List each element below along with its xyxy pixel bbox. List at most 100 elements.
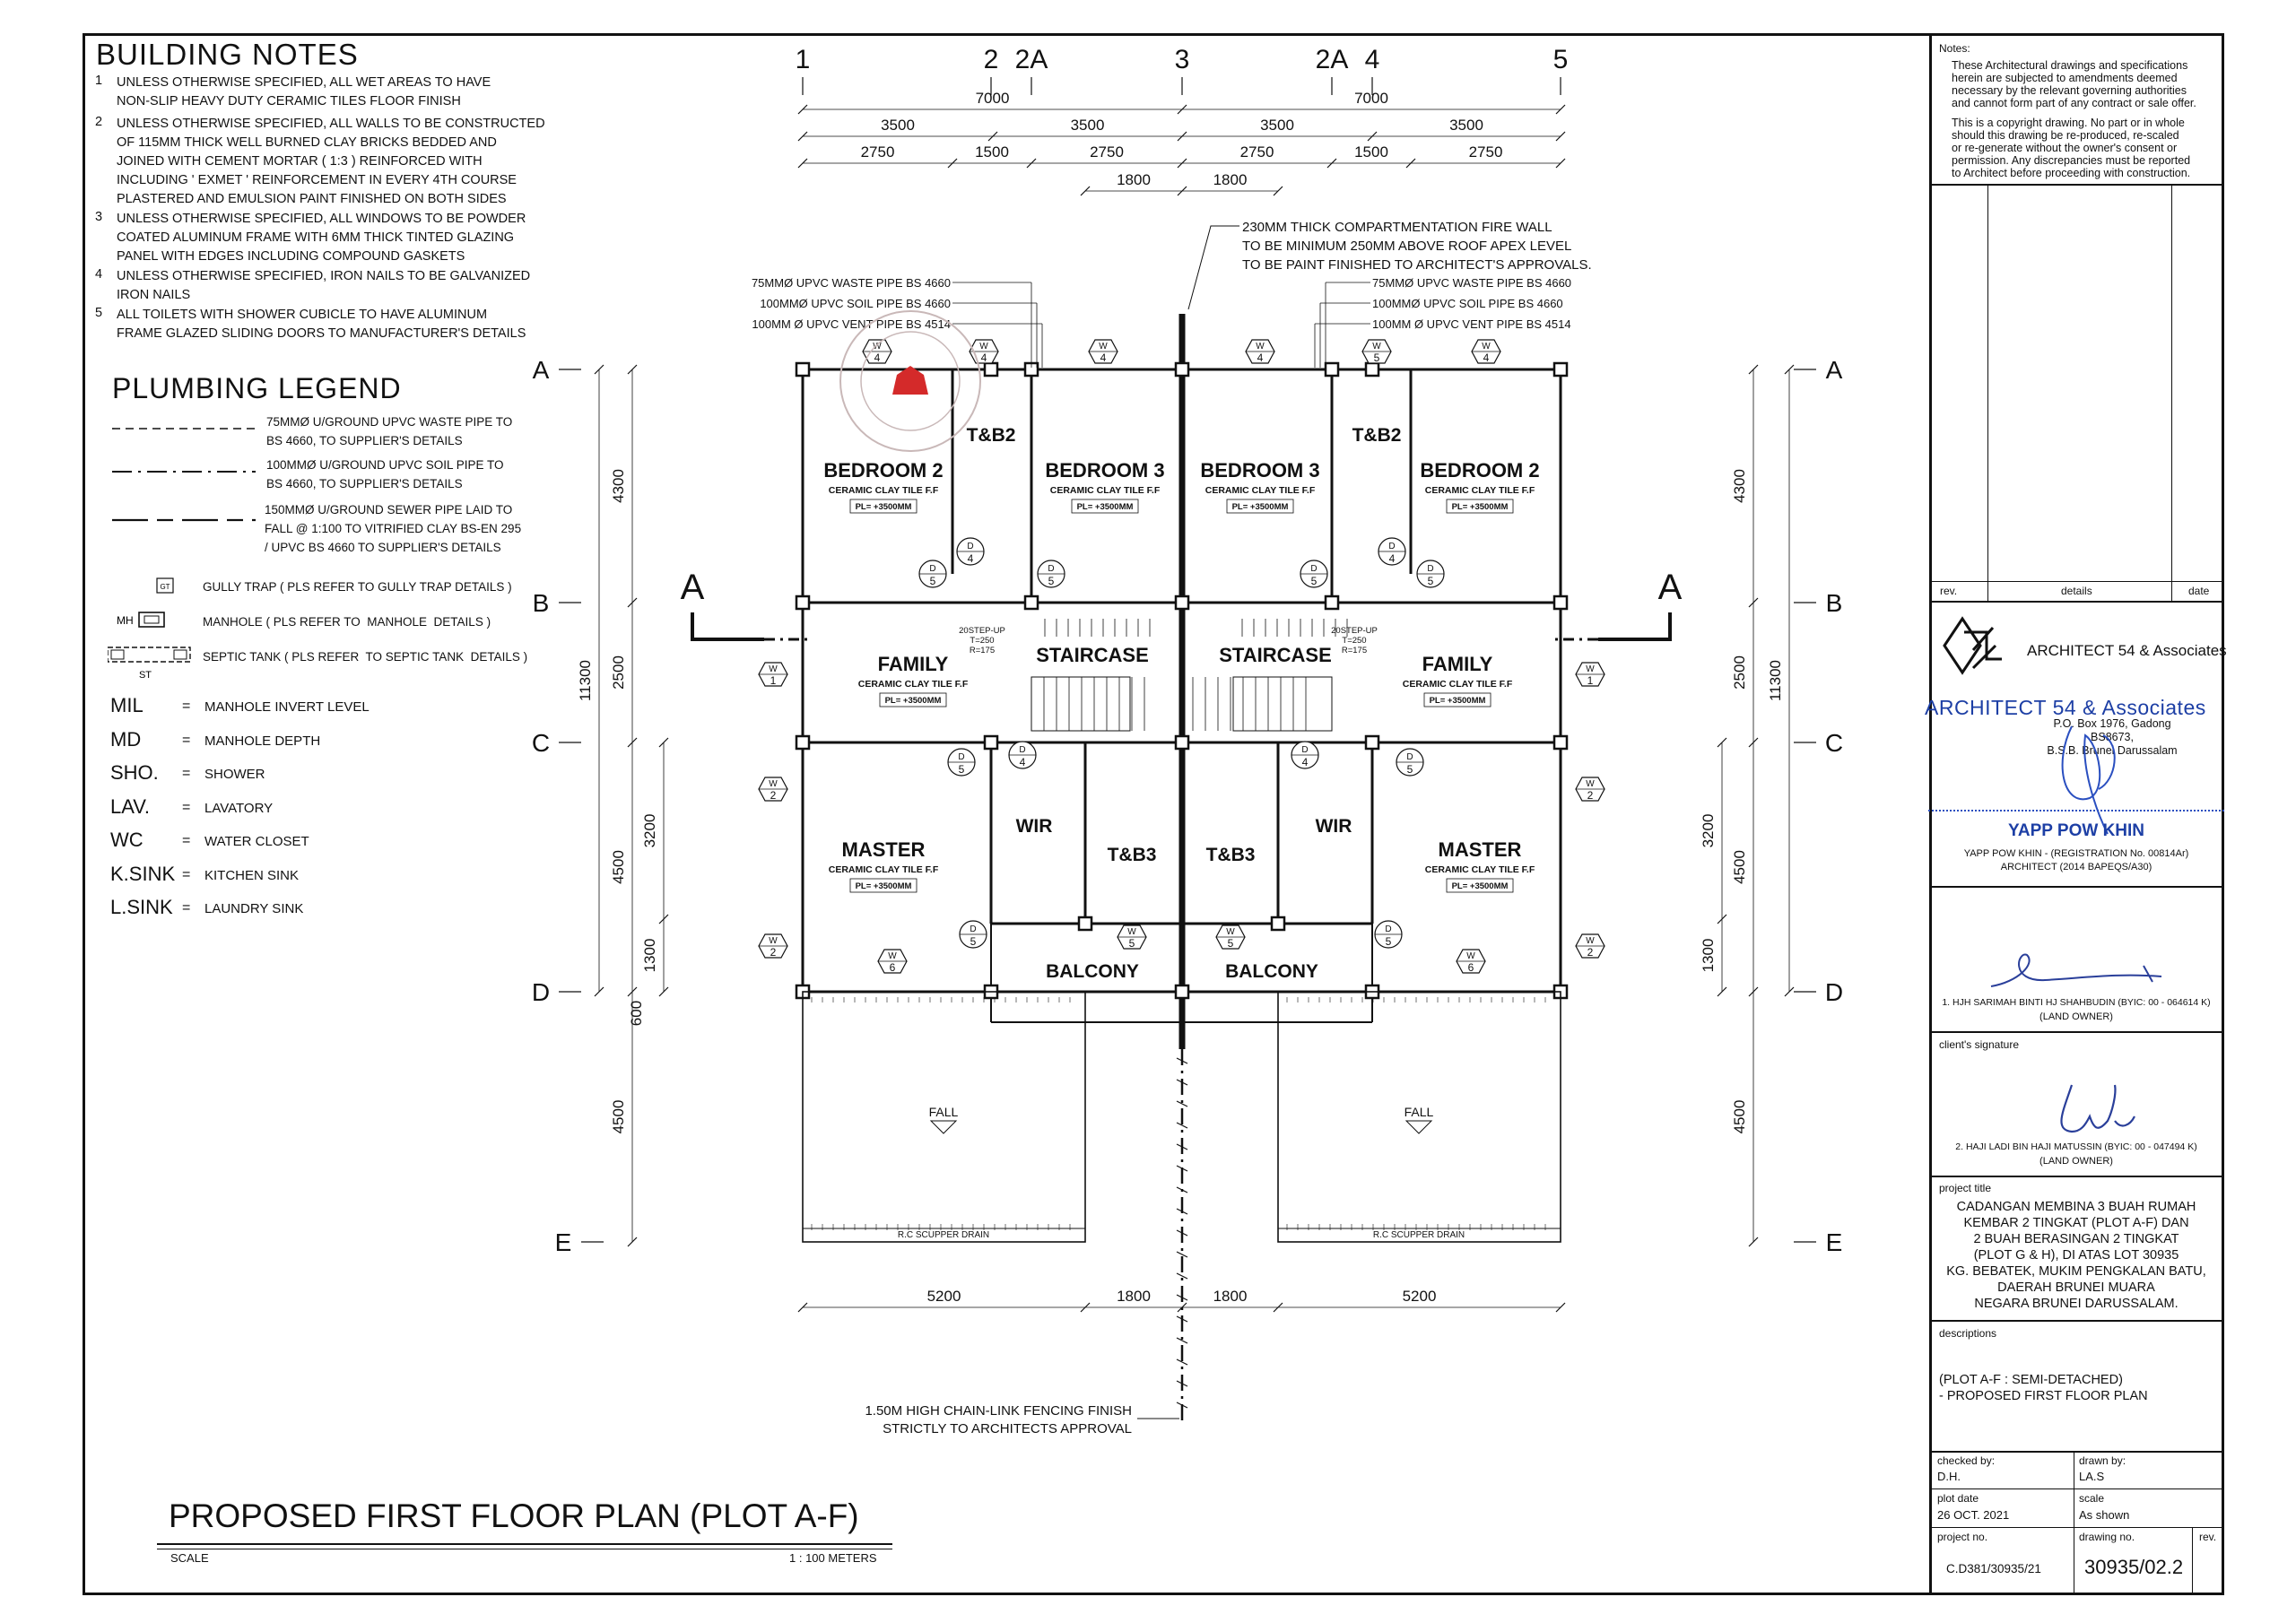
note-text: UNLESS OTHERWISE SPECIFIED, ALL WINDOWS … [117, 212, 526, 264]
abbreviation-meaning: MANHOLE DEPTH [204, 733, 321, 749]
room-name-wir: WIR [1316, 816, 1352, 837]
dim-left-total-tick [594, 364, 604, 375]
government-seal [839, 310, 981, 452]
dim-left-text: 4500 [610, 850, 627, 884]
fence-hatch [1176, 1294, 1188, 1301]
dim-bottom-text: 1800 [1117, 1288, 1151, 1305]
owner1-role: (LAND OWNER) [2039, 1011, 2113, 1022]
door-tag-letter: D [1310, 564, 1317, 574]
firm-name: ARCHITECT 54 & Associates [2027, 642, 2227, 659]
dim-top-2-text: 3500 [1260, 117, 1294, 134]
door-tag-number: 4 [1302, 756, 1309, 768]
project-title-line: DAERAH BRUNEI MUARA [1997, 1280, 2155, 1295]
window-tag-number: 4 [874, 352, 881, 364]
note-number: 4 [95, 267, 103, 282]
dim-top-2-text: 3500 [1449, 117, 1483, 134]
section-mark-arrow [1598, 612, 1672, 641]
firewall-note: 230MM THICK COMPARTMENTATION FIRE WALL [1242, 220, 1552, 235]
level-box [1446, 499, 1514, 514]
window-tag-letter: W [1256, 342, 1265, 352]
firm-logo [1943, 616, 2002, 675]
column [1552, 361, 1569, 378]
dim-top-2-tick [1555, 131, 1566, 142]
notes-text-1: These Architectural drawings and specifi… [1952, 59, 2196, 109]
dim-left-canopy: 600 [628, 1001, 645, 1026]
dim-top-3-text: 2750 [1240, 143, 1274, 161]
canopy-left [802, 991, 1086, 1243]
dim-top-3-text: 2750 [1090, 143, 1124, 161]
window-tag-letter: W [1226, 927, 1235, 937]
window-tag-number: 6 [1468, 961, 1474, 974]
abbreviation-meaning: LAVATORY [204, 800, 274, 816]
abbreviation-equals: = [182, 732, 191, 748]
level-box [1423, 692, 1492, 707]
window-tag-letter: W [979, 342, 988, 352]
dim-top-4-tick [1080, 186, 1091, 196]
window-tag-letter: W [1586, 779, 1595, 789]
checked-by-label: checked by: [1937, 1454, 1996, 1467]
dim-top-1-tick [1177, 104, 1187, 115]
grid-column-label: 1 [796, 45, 811, 74]
room-finish: CERAMIC CLAY TILE F.F [1425, 485, 1535, 496]
room-level: PL= +3500MM [1077, 502, 1134, 512]
abbreviation: L.SINK [110, 896, 173, 918]
dim-right-tick [1748, 737, 1759, 748]
dim-left-text: 4300 [610, 469, 627, 503]
column [983, 361, 999, 378]
dim-bottom-tick [1555, 1302, 1566, 1313]
window-tag-letter: W [1586, 936, 1595, 946]
door-tag-letter: D [1301, 745, 1308, 755]
room-level: PL= +3500MM [1430, 696, 1486, 706]
room-name-family: FAMILY [1422, 653, 1493, 675]
window-tag-letter: W [888, 951, 897, 961]
window-tag-number: 4 [1257, 352, 1264, 364]
canopy-right [1277, 991, 1561, 1243]
firm-address: P.O. Box 1976, Gadong BS8673,B.S.B. Brun… [2047, 717, 2178, 757]
government-seal-crest [892, 366, 928, 395]
fence-hatch [1176, 1229, 1188, 1237]
dim-right-text: 4500 [1731, 1100, 1748, 1134]
door-tag-letter: D [1019, 745, 1025, 755]
dim-left-inner-tick [658, 737, 669, 748]
fall-arrow [1405, 1120, 1433, 1134]
notes-text-2: This is a copyright drawing. No part or … [1952, 117, 2191, 179]
government-seal-inner [860, 331, 961, 431]
checked-by: D.H. [1937, 1470, 1961, 1483]
firm-stamp: ARCHITECT 54 & Associates [1925, 696, 2206, 719]
firewall-note: TO BE PAINT FINISHED TO ARCHITECT'S APPR… [1242, 257, 1592, 273]
legend-gully-trap: GULLY TRAP ( PLS REFER TO GULLY TRAP DET… [203, 580, 512, 594]
window-tag-letter: W [1372, 342, 1381, 352]
column [1364, 361, 1380, 378]
dim-top-2-tick [1367, 131, 1378, 142]
window-tag-number: 5 [1228, 937, 1234, 950]
stair-note: 20STEP-UP [1331, 626, 1378, 636]
fence-hatch [1176, 1402, 1188, 1409]
project-title-line: CADANGAN MEMBINA 3 BUAH RUMAH [1956, 1200, 2196, 1214]
window-tag-number: 4 [981, 352, 987, 364]
window-tag-letter: W [873, 342, 882, 352]
dim-right-total-text: 11300 [1767, 660, 1784, 701]
abbreviation-equals: = [182, 900, 191, 916]
section-mark-arrow [691, 612, 764, 641]
dim-right-text: 4300 [1731, 469, 1748, 503]
pipe-note-left: 75MMØ UPVC WASTE PIPE BS 4660 [752, 276, 951, 290]
dim-top-4-text: 1800 [1117, 171, 1151, 188]
abbreviation-meaning: SHOWER [204, 767, 265, 782]
dim-top-1-text: 7000 [976, 90, 1010, 107]
fence-hatch [1176, 1186, 1188, 1193]
abbreviation-equals: = [182, 699, 191, 714]
project-no-label: project no. [1937, 1531, 1988, 1543]
dim-right-inner-text: 3200 [1700, 814, 1717, 848]
window-tag-letter: W [769, 779, 778, 789]
level-box [849, 499, 918, 514]
column [1077, 916, 1093, 932]
abbreviation-meaning: KITCHEN SINK [204, 867, 300, 883]
room-name-staircase: STAIRCASE [1036, 644, 1149, 666]
pipe-note-right: 75MMØ UPVC WASTE PIPE BS 4660 [1372, 276, 1571, 290]
room-name-bedroom-2: BEDROOM 2 [823, 459, 943, 482]
dim-right-inner-tick [1717, 737, 1727, 748]
door-tag-letter: D [929, 564, 935, 574]
dim-left-text: 4500 [610, 1100, 627, 1134]
